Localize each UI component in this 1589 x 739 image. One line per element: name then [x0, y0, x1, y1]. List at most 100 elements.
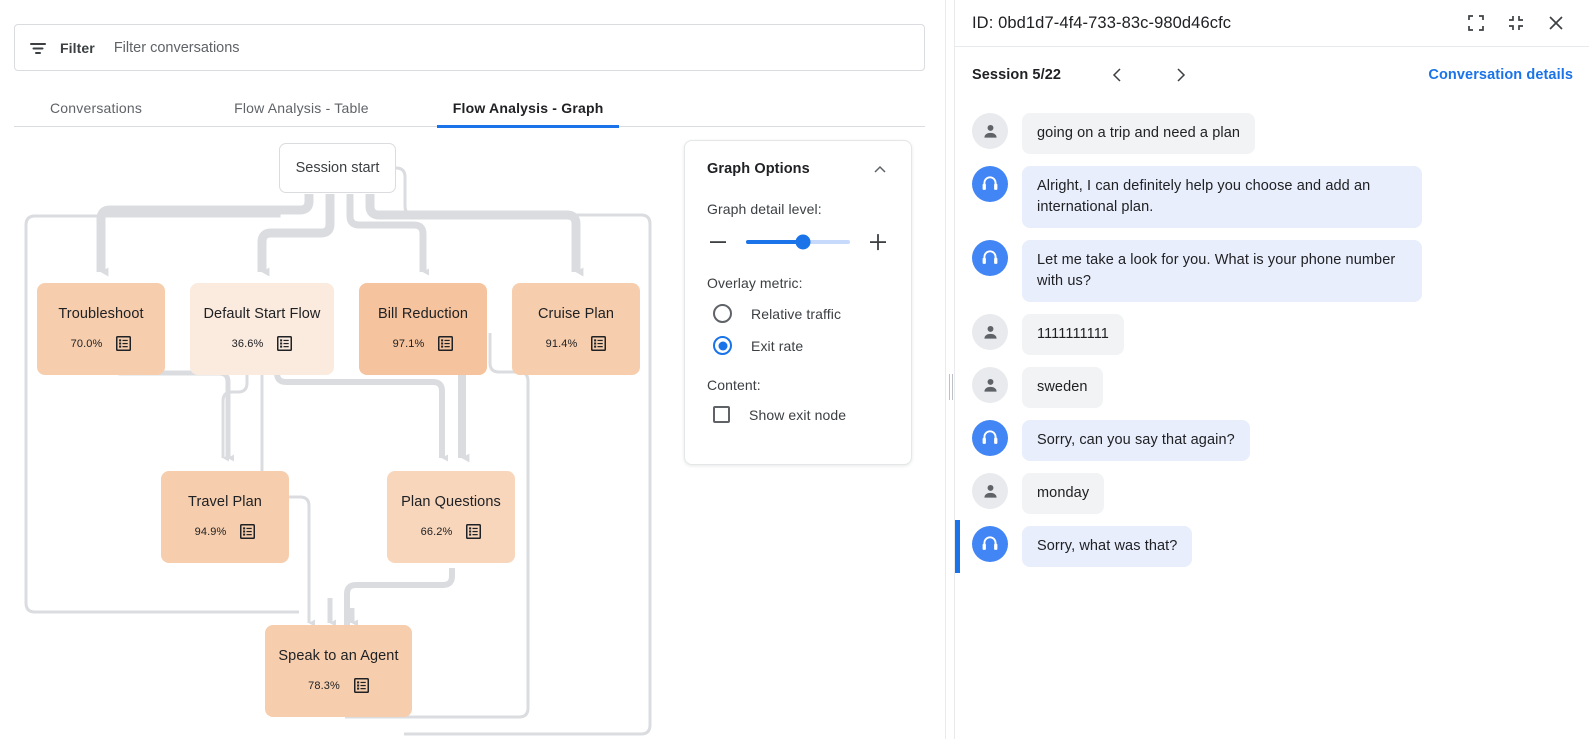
slider-fill — [746, 240, 804, 244]
content-label: Content: — [707, 377, 761, 393]
flow-graph-canvas[interactable]: Session start Troubleshoot 70.0% — [0, 128, 945, 739]
chevron-left-icon[interactable] — [1101, 58, 1135, 92]
list-icon[interactable] — [466, 524, 482, 540]
node-metric: 91.4% — [545, 337, 578, 350]
radio-label: Relative traffic — [751, 305, 842, 322]
message-bubble: monday — [1022, 473, 1105, 514]
detail-level-slider[interactable] — [746, 234, 850, 250]
graph-node-session-start[interactable]: Session start — [279, 143, 396, 193]
filter-label: Filter — [60, 39, 95, 56]
message-row[interactable]: Let me take a look for you. What is your… — [955, 234, 1589, 308]
message-row[interactable]: Alright, I can definitely help you choos… — [955, 160, 1589, 234]
session-nav-bar: Session 5/22 Conversation details — [955, 47, 1589, 103]
graph-node-bill-reduction[interactable]: Bill Reduction 97.1% — [359, 283, 487, 375]
list-icon[interactable] — [591, 336, 607, 352]
tab-conversations[interactable]: Conversations — [50, 99, 143, 116]
filter-bar[interactable]: Filter — [14, 24, 925, 71]
collapse-icon[interactable] — [1499, 6, 1533, 40]
node-meta: 94.9% — [194, 524, 256, 540]
graph-node-travel-plan[interactable]: Travel Plan 94.9% — [161, 471, 289, 563]
radio-icon[interactable] — [713, 304, 732, 323]
list-icon[interactable] — [353, 678, 369, 694]
tab-bar: Conversations Flow Analysis - Table Flow… — [14, 88, 925, 128]
node-metric: 36.6% — [231, 337, 264, 350]
overlay-metric-label: Overlay metric: — [707, 275, 803, 291]
radio-label: Exit rate — [751, 337, 804, 354]
node-meta: 66.2% — [420, 524, 482, 540]
conversation-header: ID: 0bd1d7-4f4-733-83c-980d46cfc — [955, 0, 1589, 47]
plus-icon[interactable] — [867, 231, 889, 253]
detail-level-label: Graph detail level: — [707, 201, 822, 217]
node-label: Cruise Plan — [537, 305, 615, 322]
message-row[interactable]: monday — [955, 467, 1589, 520]
node-metric: 94.9% — [194, 525, 227, 538]
panel-resize-handle[interactable] — [945, 0, 955, 739]
node-meta: 36.6% — [231, 336, 293, 352]
agent-headset-icon — [972, 166, 1008, 202]
list-icon[interactable] — [438, 336, 454, 352]
node-label: Plan Questions — [401, 493, 501, 510]
graph-node-speak-to-an-agent[interactable]: Speak to an Agent 78.3% — [265, 625, 412, 717]
radio-icon-selected[interactable] — [713, 336, 732, 355]
conversation-pane: ID: 0bd1d7-4f4-733-83c-980d46cfc Session… — [955, 0, 1589, 739]
node-label: Speak to an Agent — [278, 647, 399, 664]
agent-headset-icon — [972, 240, 1008, 276]
agent-headset-icon — [972, 420, 1008, 456]
node-label: Troubleshoot — [58, 305, 144, 322]
resize-grip-icon — [949, 374, 953, 400]
message-bubble: Let me take a look for you. What is your… — [1022, 240, 1422, 302]
agent-headset-icon — [972, 526, 1008, 562]
graph-node-troubleshoot[interactable]: Troubleshoot 70.0% — [37, 283, 165, 375]
flow-analysis-pane: Filter Conversations Flow Analysis - Tab… — [0, 0, 945, 739]
radio-relative-traffic[interactable]: Relative traffic — [707, 304, 889, 323]
filter-icon — [28, 38, 48, 58]
node-meta: 91.4% — [545, 336, 607, 352]
message-bubble: Alright, I can definitely help you choos… — [1022, 166, 1422, 228]
node-metric: 70.0% — [70, 337, 103, 350]
list-icon[interactable] — [277, 336, 293, 352]
filter-input[interactable] — [113, 39, 874, 56]
checkbox-show-exit-node[interactable]: Show exit node — [707, 406, 889, 423]
graph-options-title: Graph Options — [707, 161, 810, 177]
graph-node-cruise-plan[interactable]: Cruise Plan 91.4% — [512, 283, 640, 375]
graph-node-default-start-flow[interactable]: Default Start Flow 36.6% — [190, 283, 334, 375]
node-metric: 78.3% — [308, 679, 340, 692]
close-icon[interactable] — [1539, 6, 1573, 40]
chevron-right-icon[interactable] — [1163, 58, 1197, 92]
node-label: Bill Reduction — [377, 305, 469, 322]
node-metric: 97.1% — [392, 337, 425, 350]
user-avatar-icon — [972, 113, 1008, 149]
slider-thumb[interactable] — [795, 234, 811, 250]
radio-exit-rate[interactable]: Exit rate — [707, 336, 889, 355]
user-avatar-icon — [972, 314, 1008, 350]
message-row-highlighted[interactable]: Sorry, what was that? — [955, 520, 1589, 573]
graph-options-panel: Graph Options Graph detail level: — [684, 140, 912, 465]
message-bubble: Sorry, can you say that again? — [1022, 420, 1250, 461]
graph-node-plan-questions[interactable]: Plan Questions 66.2% — [387, 471, 515, 563]
list-icon[interactable] — [240, 524, 256, 540]
message-row[interactable]: Sorry, can you say that again? — [955, 414, 1589, 467]
checkbox-label: Show exit node — [749, 406, 847, 423]
minus-icon[interactable] — [707, 231, 729, 253]
message-row[interactable]: sweden — [955, 361, 1589, 414]
node-metric: 66.2% — [420, 525, 453, 538]
user-avatar-icon — [972, 473, 1008, 509]
expand-icon[interactable] — [1459, 6, 1493, 40]
checkbox-icon[interactable] — [713, 406, 730, 423]
message-row[interactable]: 1111111111 — [955, 308, 1589, 361]
message-row[interactable]: going on a trip and need a plan — [955, 107, 1589, 160]
node-label: Travel Plan — [188, 493, 262, 510]
conversation-id: ID: 0bd1d7-4f4-733-83c-980d46cfc — [972, 13, 1232, 32]
session-counter: Session 5/22 — [972, 67, 1062, 83]
list-icon[interactable] — [116, 336, 132, 352]
session-start-label: Session start — [295, 160, 380, 176]
tab-flow-analysis-graph[interactable]: Flow Analysis - Graph — [436, 88, 620, 128]
node-meta: 97.1% — [392, 336, 454, 352]
chevron-up-icon[interactable] — [871, 161, 889, 179]
conversation-details-link[interactable]: Conversation details — [1428, 67, 1573, 83]
tab-flow-analysis-table[interactable]: Flow Analysis - Table — [234, 99, 369, 116]
user-avatar-icon — [972, 367, 1008, 403]
message-bubble: Sorry, what was that? — [1022, 526, 1193, 567]
node-label: Default Start Flow — [203, 305, 321, 322]
